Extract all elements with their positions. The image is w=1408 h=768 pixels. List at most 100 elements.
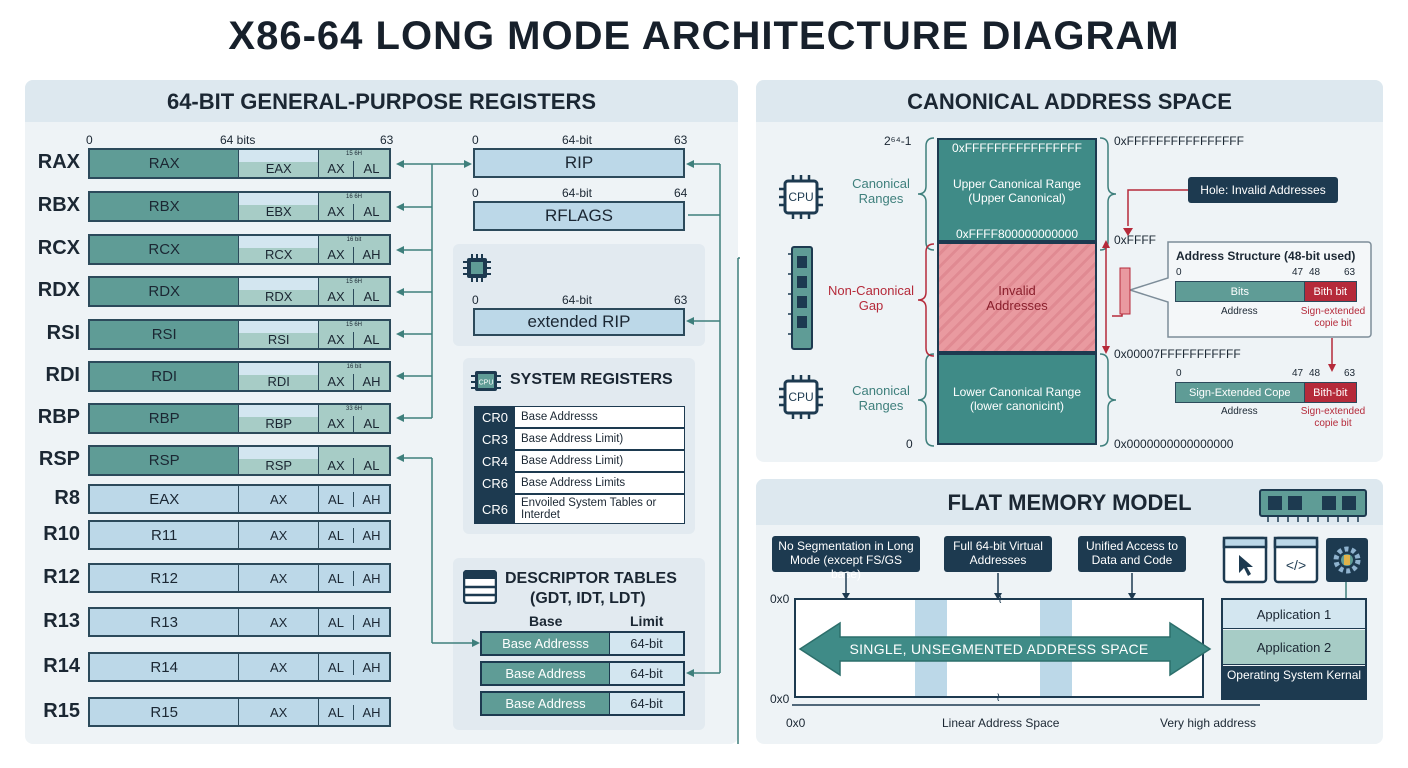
application-2[interactable]: Application 2 — [1223, 630, 1365, 665]
register-al-field: AH — [362, 570, 381, 586]
register-sub-field: AX — [270, 570, 288, 586]
gpr-connectors — [396, 160, 740, 744]
gear-icon — [1326, 538, 1368, 582]
register-sub-field: AX — [270, 527, 288, 543]
s2-left-lbl: Address — [1221, 406, 1258, 417]
sysreg-title: SYSTEM REGISTERS — [510, 371, 673, 388]
register-bar[interactable]: RBP RBP 33 6H AX AL — [88, 403, 391, 434]
code-window-icon: </> — [1273, 536, 1319, 584]
svg-text:≀: ≀ — [996, 690, 1001, 704]
register-ax-field: AL — [319, 570, 354, 586]
s2-right-field: Bith-bit — [1304, 383, 1356, 402]
register-al-field: AH — [362, 614, 381, 630]
register-al-field: AL — [363, 416, 380, 431]
register-name: RAX — [37, 151, 80, 173]
lower-canonical-block[interactable] — [937, 353, 1097, 445]
rip-label: RIP — [564, 153, 594, 172]
register-al-field: AH — [362, 704, 381, 720]
register-bit-tag: 33 6H — [345, 406, 362, 412]
register-sub-field: EBX — [265, 204, 292, 219]
canonical-ranges-upper-label: Canonical Ranges — [852, 176, 910, 206]
register-main-field: RSP — [90, 447, 240, 474]
register-ax-field: AL — [319, 704, 354, 720]
s2-bit-63: 63 — [1344, 368, 1356, 379]
register-bar[interactable]: R12 AX AL AH — [88, 563, 391, 593]
register-main-field: R12 — [90, 565, 240, 591]
invalid-addresses-block[interactable] — [937, 242, 1097, 353]
register-name: R12 — [43, 566, 80, 588]
s2-right-lbl: Sign-extended copie bit — [1300, 406, 1366, 429]
s1-right-lbl: Sign-extended copie bit — [1300, 306, 1366, 329]
erip-label: extended RIP — [527, 312, 631, 331]
os-kernel[interactable]: Operating System Kernal — [1223, 666, 1365, 698]
register-main-field: RBP — [90, 405, 240, 432]
rip-register[interactable]: RIP — [473, 148, 685, 178]
right-ffff-addr: 0xFFFF — [1114, 233, 1156, 247]
application-1[interactable]: Application 1 — [1223, 600, 1365, 629]
invalid-label: Invalid Addresses — [986, 283, 1048, 313]
register-ax-field: AL — [319, 527, 354, 543]
extended-rip-register[interactable]: extended RIP — [473, 308, 685, 336]
register-ax-field: AX — [319, 416, 354, 432]
descriptor-limit: 64-bit — [610, 693, 683, 714]
cpu-icon-lower: CPU — [779, 375, 823, 419]
page-title: X86-64 LONG MODE ARCHITECTURE DIAGRAM — [228, 14, 1180, 58]
struct-title: Address Structure (48-bit used) — [1176, 249, 1356, 263]
register-main-field: RCX — [90, 236, 240, 263]
callout-unified-access: Unified Access to Data and Code — [1078, 536, 1186, 572]
s1-left-lbl: Address — [1221, 306, 1258, 317]
register-name: RSP — [38, 448, 80, 470]
right-low-top-addr: 0x00007FFFFFFFFFFF — [1114, 347, 1241, 361]
descriptor-base: Base Address — [482, 663, 610, 684]
cpu-chip-icon: CPU — [471, 371, 501, 391]
register-name: RCX — [37, 237, 80, 259]
callout-full-64bit: Full 64-bit Virtual Addresses — [944, 536, 1052, 572]
system-register-desc: Base Address Limit) — [521, 433, 624, 445]
flat-y-bot: 0x0 — [770, 692, 790, 706]
flat-x-start: 0x0 — [786, 716, 806, 730]
register-main-field: RAX — [90, 150, 240, 177]
canon-zero: 0 — [906, 437, 913, 451]
lower-range-label: Lower Canonical Range (lower canonicint) — [952, 385, 1082, 413]
register-main-field: EAX — [90, 486, 240, 512]
register-al-field: AH — [362, 527, 381, 543]
register-al-field: AL — [363, 289, 380, 304]
descriptor-base: Base Addresss — [482, 633, 610, 654]
flat-arrows: ≀ ≀ — [792, 573, 1350, 706]
s1-right-field: Bith bit — [1304, 282, 1356, 301]
non-canonical-gap-label: Non-Canonical Gap — [828, 283, 914, 313]
register-ax-field: AL — [319, 491, 354, 507]
register-bit-tag: 16 6H — [345, 194, 362, 200]
upper-addr-label: 0xFFFFFFFFFFFFFFFF — [952, 141, 1082, 155]
register-sub-field: RBP — [265, 416, 293, 431]
rflags-axis-mid: 64-bit — [562, 186, 593, 200]
register-bit-tag: 16 bit — [346, 237, 362, 243]
upper-canonical-block[interactable] — [937, 138, 1097, 242]
canon-top-exp: 2⁶⁴-1 — [884, 134, 912, 148]
gpr-axis-end: 63 — [380, 133, 394, 147]
rflags-register[interactable]: RFLAGS — [473, 201, 685, 231]
